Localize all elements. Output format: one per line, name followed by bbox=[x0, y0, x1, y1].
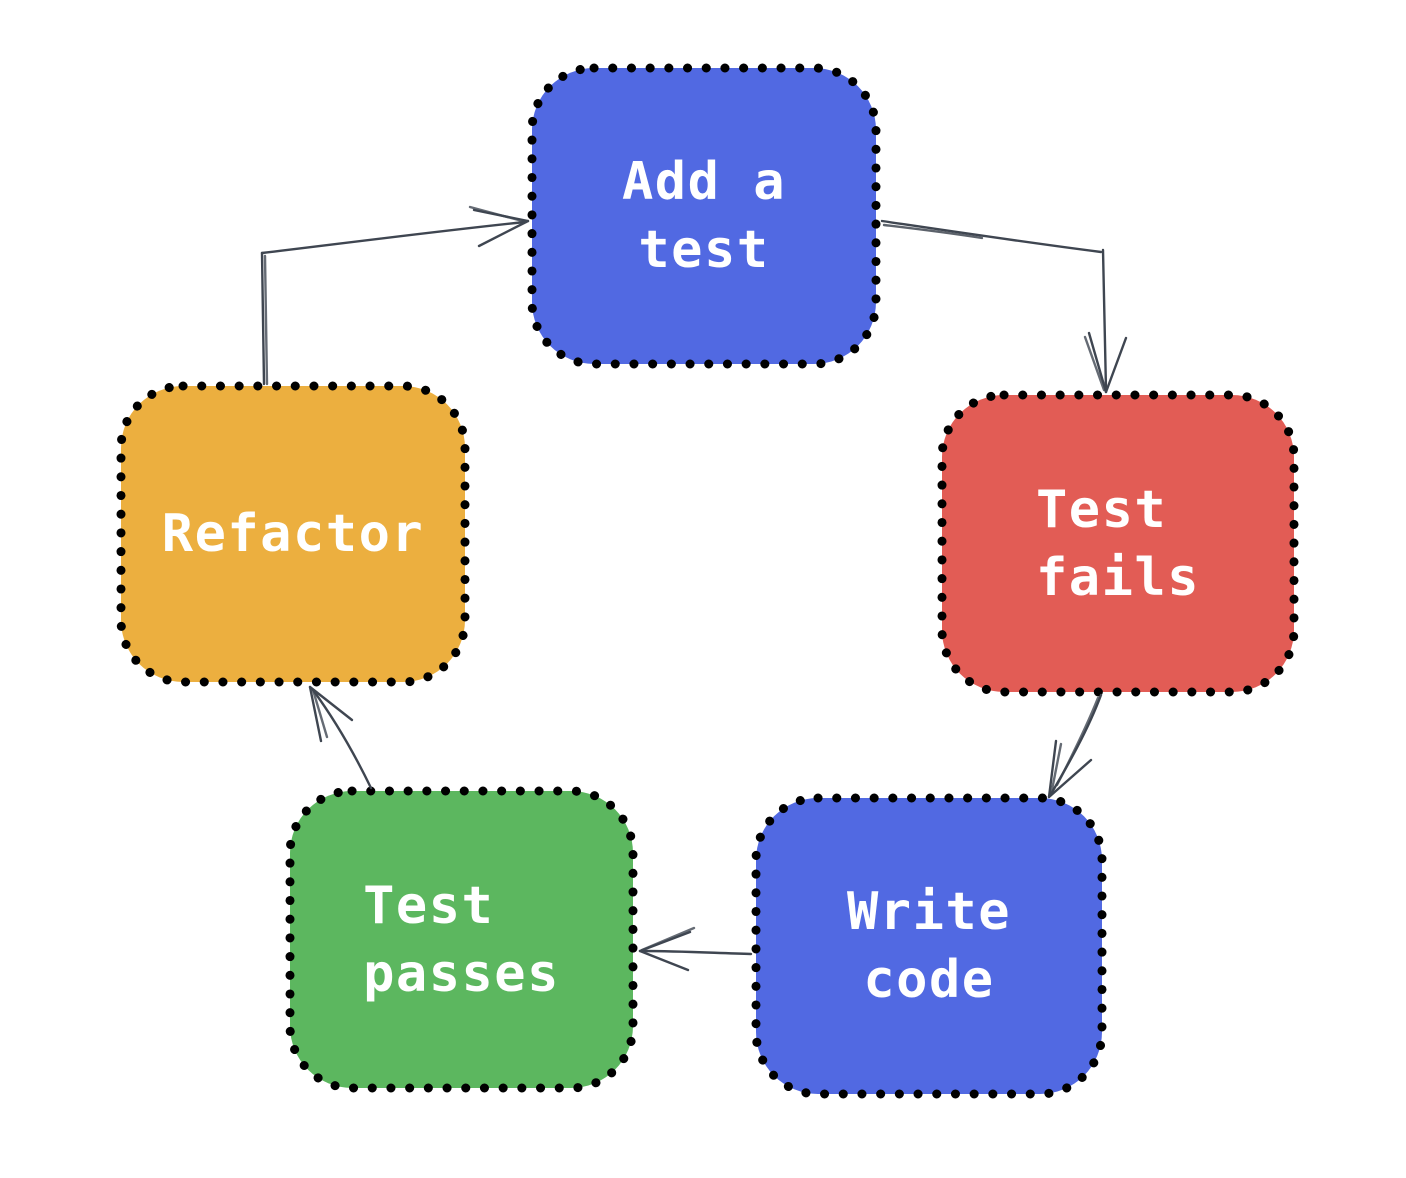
arrow-refactor-to-add-a-test bbox=[260, 205, 530, 386]
arrow-add-a-test-to-test-fails bbox=[880, 219, 1128, 394]
nodes bbox=[116, 63, 1299, 1099]
arrow-write-code-to-test-passes bbox=[638, 926, 753, 972]
arrow-test-passes-to-refactor bbox=[308, 685, 373, 790]
edges bbox=[260, 205, 1128, 972]
node-refactor bbox=[116, 381, 470, 687]
node-write-code bbox=[751, 793, 1107, 1099]
node-add-a-test bbox=[527, 63, 881, 369]
node-test-passes bbox=[285, 786, 638, 1093]
node-test-fails bbox=[937, 390, 1299, 697]
arrow-test-fails-to-write-code bbox=[1047, 693, 1103, 799]
